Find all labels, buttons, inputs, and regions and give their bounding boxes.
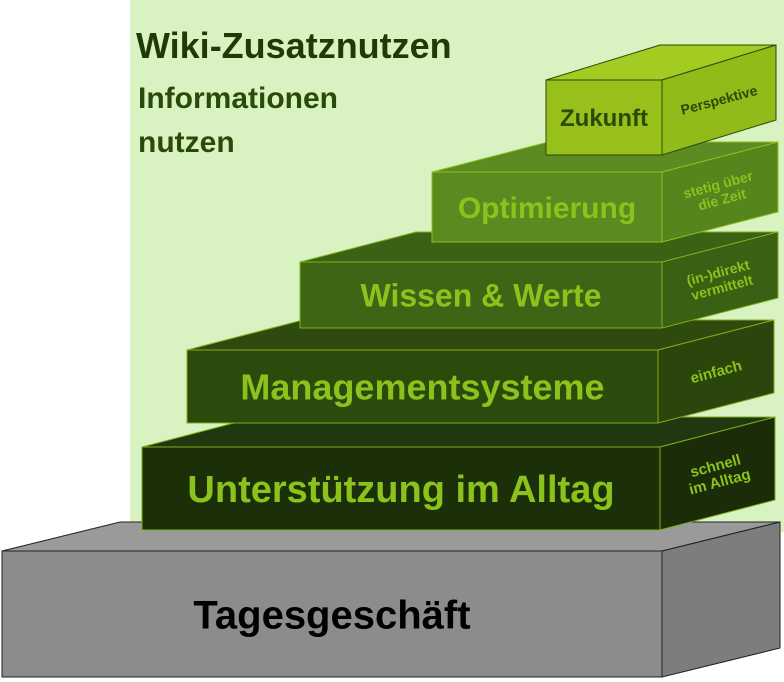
level-label: Managementsysteme xyxy=(240,366,604,407)
level-label: Unterstützung im Alltag xyxy=(187,469,614,511)
box-front-face xyxy=(1,550,663,678)
box-front-face xyxy=(141,446,661,531)
box-front-face xyxy=(431,171,663,243)
level-label: Optimierung xyxy=(458,192,636,225)
box-front-face xyxy=(186,349,659,424)
diagram-subtitle-line1: Informationen xyxy=(138,82,338,115)
level-label: Tagesgeschäft xyxy=(193,593,470,637)
level-label: Wissen & Werte xyxy=(361,278,602,314)
box-front-face xyxy=(299,261,663,329)
diagram-subtitle-line2: nutzen xyxy=(138,126,235,159)
box-front-face xyxy=(545,79,663,156)
level-label: Zukunft xyxy=(560,105,648,132)
level-box-0: Tagesgeschäft xyxy=(1,521,781,678)
diagram-title: Wiki-Zusatznutzen xyxy=(136,25,452,66)
